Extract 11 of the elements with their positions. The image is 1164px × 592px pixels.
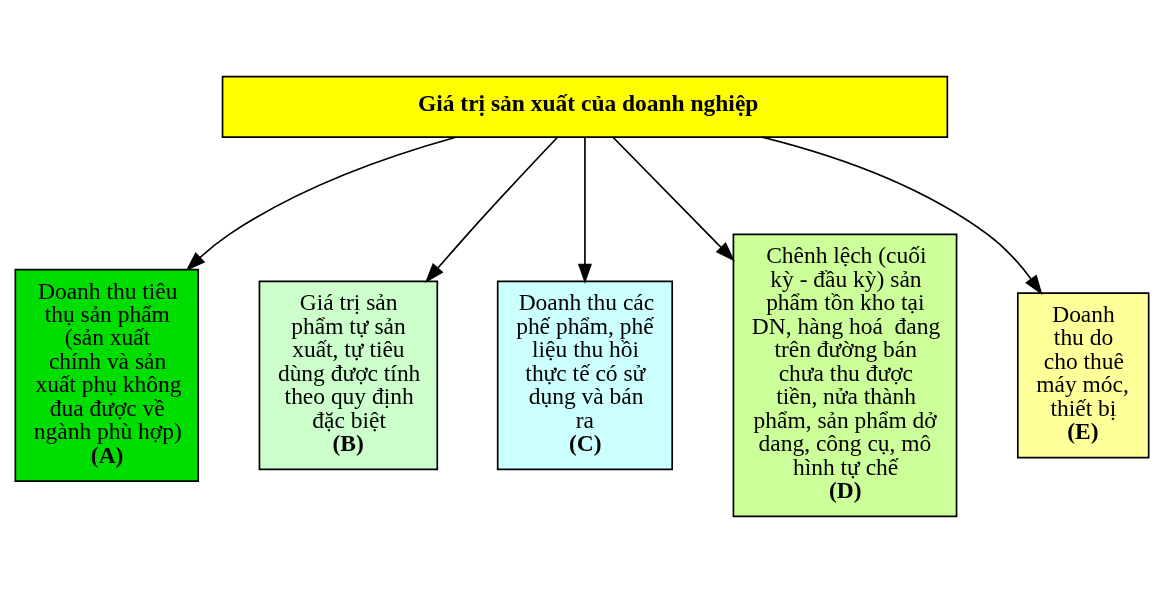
arrow (424, 135, 559, 283)
node-box: Doanh thu tiêu thụ sản phẩm (sản xuất chính và sản xuất phụ không đua được về ngành phù hợp) (A) (14, 268, 200, 482)
node-box: Doanh thu các phế phẩm, phế liệu thu hồi thực tế có sử dụng và bán ra (C) (496, 280, 673, 470)
node-box: Giá trị sản xuất của doanh nghiệp (221, 75, 949, 138)
arrow (760, 135, 1043, 295)
node-box: Giá trị sản phẩm tự sản xuất, tự tiêu dùng được tính theo quy định đặc biệt (B) (258, 280, 439, 470)
node-box: Doanh thu do cho thuê máy móc, thiết bị (E) (1016, 291, 1150, 458)
arrow (612, 136, 735, 261)
node-box: Chênh lệch (cuối kỳ - đầu kỳ) sản phẩm tồn kho tại DN, hàng hoá đang trên đường bán chưa thu được tiền, nửa thành phẩm, sản phẩm dở dang, công cụ, mô hình tự chế (D) (732, 233, 958, 517)
arrow (185, 135, 457, 271)
arrow (577, 136, 592, 284)
